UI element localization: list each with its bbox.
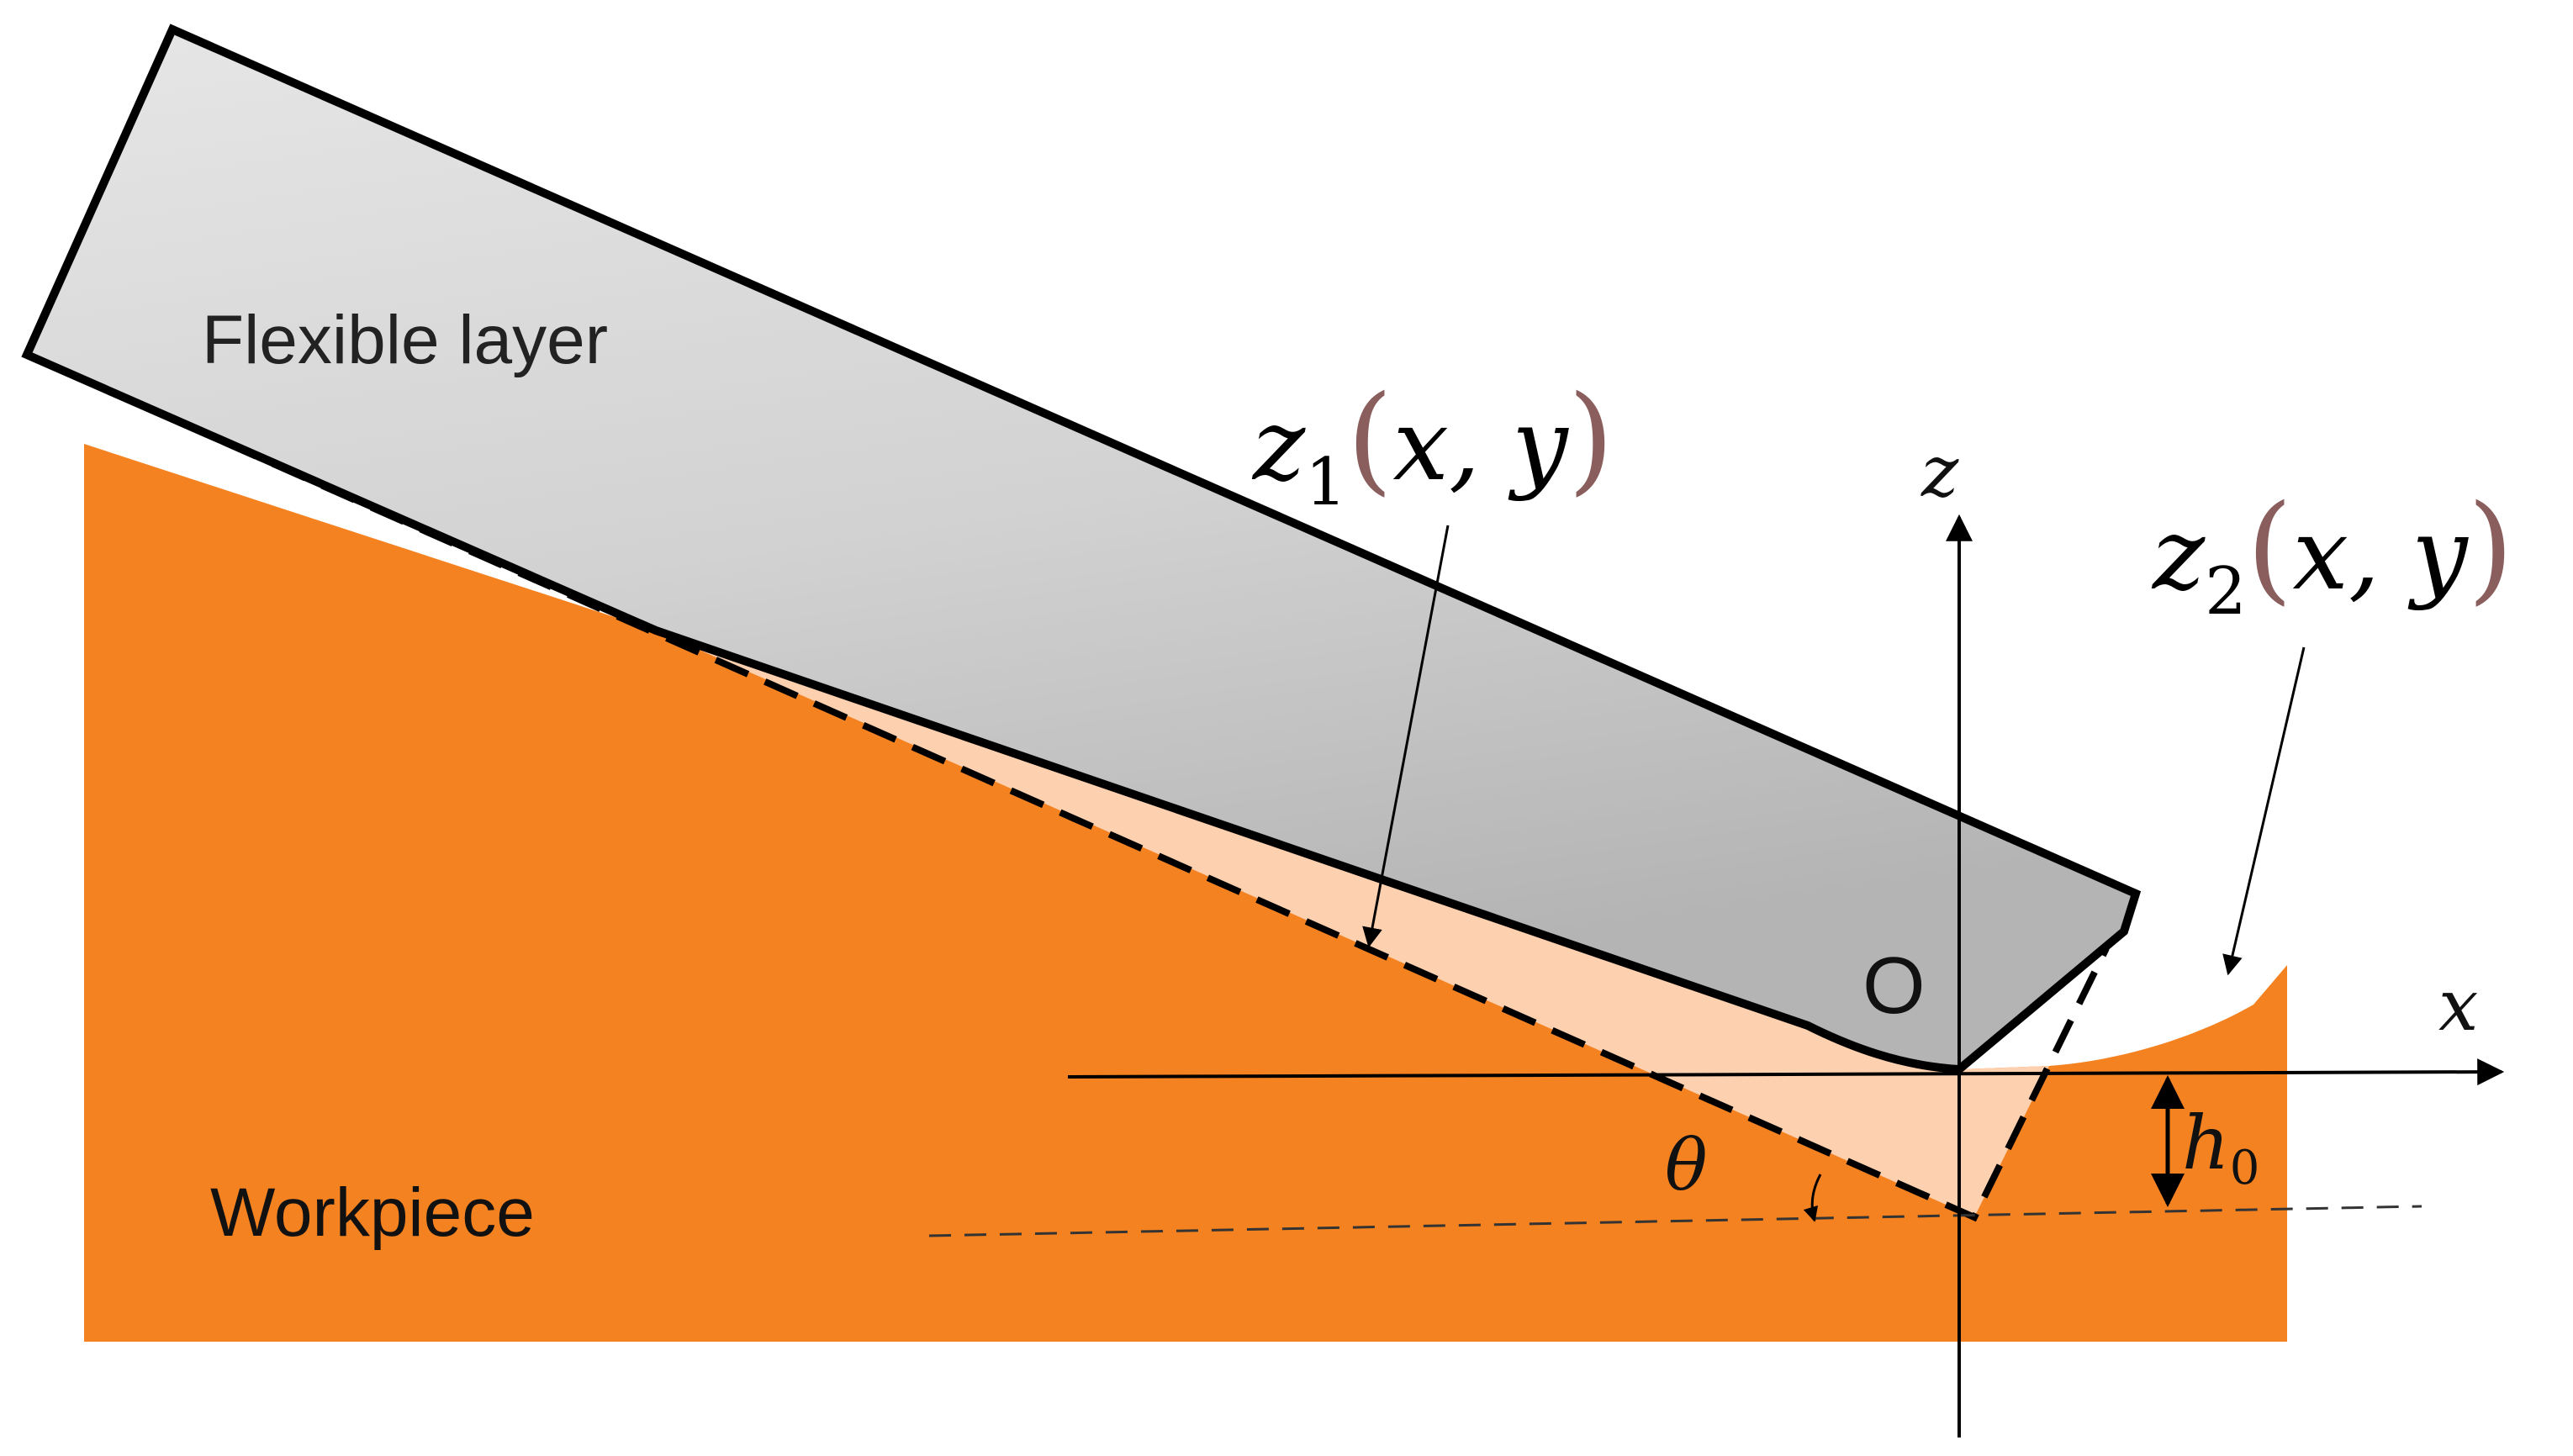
theta-label: θ <box>1665 1124 1708 1206</box>
z2-pointer-arrow <box>2222 646 2306 976</box>
x-axis-label: x <box>2438 964 2478 1047</box>
workpiece-label: Workpiece <box>210 1174 535 1251</box>
h0-label: h0 <box>2182 1100 2259 1195</box>
workpiece-body <box>84 444 2287 1342</box>
x-axis <box>1067 1058 2505 1086</box>
theta-angle-arc <box>1803 1174 1822 1222</box>
z1-pointer-arrow <box>1362 525 1450 948</box>
z2-function-label: z2(x, y) <box>2151 480 2513 630</box>
reference-dashed-line <box>928 1205 2422 1237</box>
flexible-layer-label: Flexible layer <box>202 302 608 378</box>
z-axis-label: z <box>1921 430 1959 513</box>
removed-material-region <box>656 630 2049 1217</box>
z1-function-label: z1(x, y) <box>1251 371 1614 520</box>
origin-label: O <box>1862 941 1926 1031</box>
original-layer-outline-dashed <box>25 26 2110 1222</box>
